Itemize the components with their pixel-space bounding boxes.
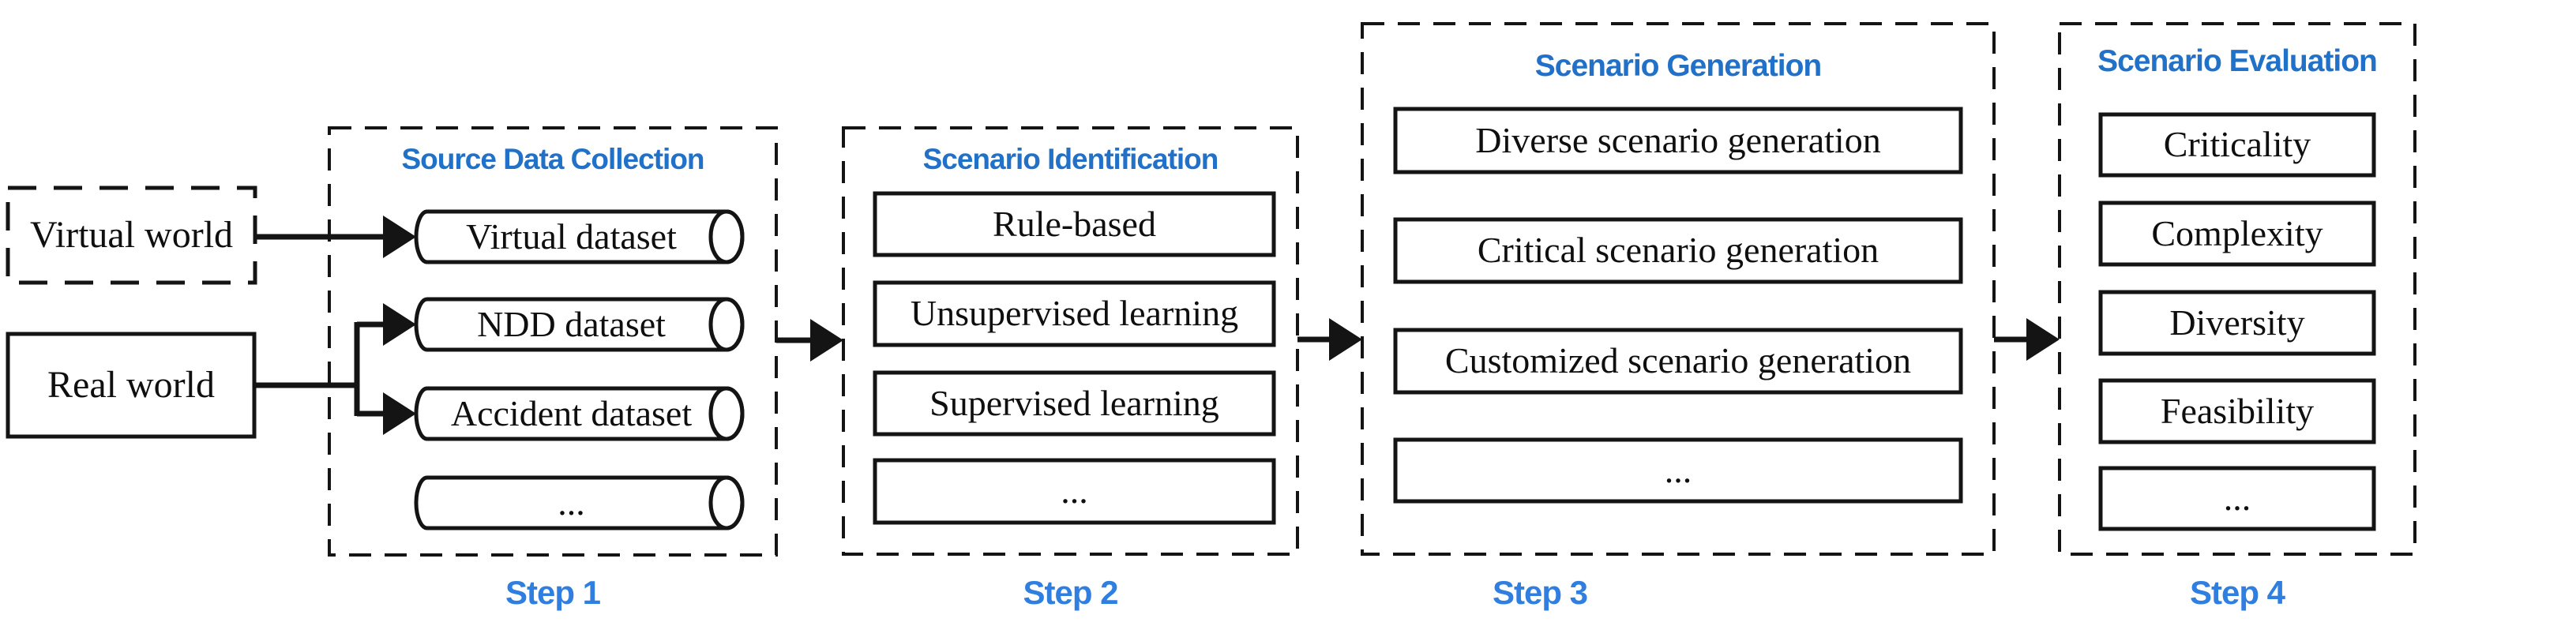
panel-3-outline xyxy=(1361,22,1996,556)
feasibility-box xyxy=(2098,378,2376,444)
identification-ellipsis-label: ... xyxy=(1061,470,1088,512)
dataset-ellipsis-label: ... xyxy=(558,482,585,523)
diverse-generation-box xyxy=(1393,107,1963,174)
arrow-step2-step3-head-icon xyxy=(1329,318,1362,361)
arrow-step3-step4-head-icon xyxy=(2026,318,2060,361)
arrow-accident-head-icon xyxy=(383,392,416,435)
identification-other-box xyxy=(873,458,1276,525)
complexity-label: Complexity xyxy=(2151,212,2323,253)
evaluation-other-box xyxy=(2098,466,2376,531)
diversity-label: Diversity xyxy=(2169,302,2305,343)
panel-3-title: Scenario Generation xyxy=(1534,49,1822,83)
ndd-dataset-label: NDD dataset xyxy=(477,303,666,344)
virtual-dataset-cylinder xyxy=(414,209,745,264)
step-2-label: Step 2 xyxy=(1023,574,1118,611)
arrow-ndd-head-icon xyxy=(383,303,416,346)
panel-4-title: Scenario Evaluation xyxy=(2097,44,2378,78)
criticality-box xyxy=(2098,112,2376,178)
panel-2-title: Scenario Identification xyxy=(922,143,1219,175)
virtual-dataset-label: Virtual dataset xyxy=(466,216,677,257)
unsupervised-learning-label: Unsupervised learning xyxy=(910,293,1239,334)
rule-based-box xyxy=(873,191,1276,257)
customized-generation-box xyxy=(1393,328,1963,395)
other-dataset-cylinder xyxy=(414,475,745,530)
diverse-generation-label: Diverse scenario generation xyxy=(1475,119,1881,160)
diversity-box xyxy=(2098,290,2376,356)
customized-generation-label: Customized scenario generation xyxy=(1444,340,1912,381)
ndd-dataset-cylinder xyxy=(414,297,745,352)
virtual-world-box xyxy=(6,186,257,285)
accident-dataset-cylinder xyxy=(414,386,745,441)
critical-generation-label: Critical scenario generation xyxy=(1477,230,1879,271)
complexity-box xyxy=(2098,201,2376,267)
virtual-world-label: Virtual world xyxy=(29,213,234,256)
accident-dataset-label: Accident dataset xyxy=(450,392,693,433)
criticality-label: Criticality xyxy=(2163,124,2311,165)
generation-ellipsis-label: ... xyxy=(1664,449,1692,490)
critical-generation-box xyxy=(1393,217,1963,284)
panel-1-title: Source Data Collection xyxy=(401,143,704,175)
step-4-label: Step 4 xyxy=(2189,574,2285,611)
unsupervised-learning-box xyxy=(873,280,1276,347)
evaluation-ellipsis-label: ... xyxy=(2223,478,2251,519)
arrow-virtual-head-icon xyxy=(383,216,416,258)
feasibility-label: Feasibility xyxy=(2160,390,2315,431)
rule-based-label: Rule-based xyxy=(993,203,1156,244)
real-world-box xyxy=(6,332,257,439)
panel-4-outline xyxy=(2058,22,2416,556)
panel-2-outline xyxy=(842,126,1299,556)
arrow-step1-step2-head-icon xyxy=(810,319,843,362)
step-3-label: Step 3 xyxy=(1492,574,1588,611)
real-world-label: Real world xyxy=(47,363,215,406)
supervised-learning-box xyxy=(873,370,1276,437)
step-1-label: Step 1 xyxy=(505,574,601,611)
supervised-learning-label: Supervised learning xyxy=(929,382,1219,423)
generation-other-box xyxy=(1393,437,1963,504)
